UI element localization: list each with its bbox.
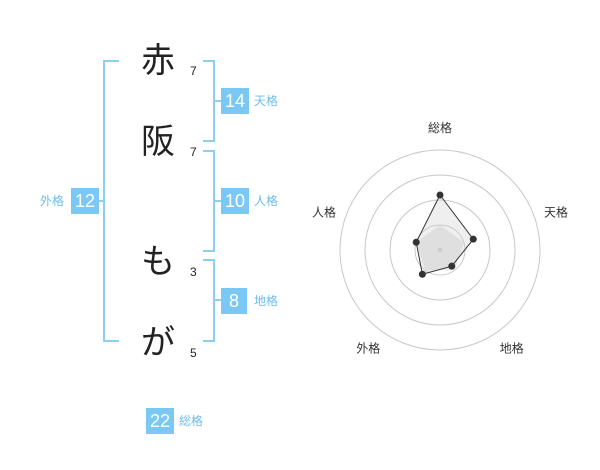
tenkaku-label: 天格 [254,94,279,108]
radar-point-2 [469,235,477,243]
stroke-count-4: 5 [190,346,197,360]
tenkaku-badge: 14 [221,88,249,114]
name-char-3: も [141,242,175,282]
name-char-2: 阪 [141,122,175,162]
radar-point-1 [436,191,444,199]
radar-axis-label-4: 外格 [356,341,380,356]
chikaku-bracket-tick [215,299,221,301]
soukaku-label: 総格 [179,414,204,428]
soukaku-badge: 22 [146,408,174,434]
gaikaku-bracket [103,60,119,342]
tenkaku-bracket [203,60,215,142]
chikaku-bracket [203,259,215,342]
radar-points [412,191,477,278]
tenkaku-bracket-tick [215,100,221,102]
radar-axis-label-1: 総格 [428,120,452,135]
gaikaku-badge: 12 [71,188,99,214]
chikaku-badge: 8 [221,288,247,314]
radar-data-polygon [415,194,474,275]
jinkaku-badge: 10 [221,188,249,214]
name-char-1: 赤 [141,41,175,81]
radar-point-3 [448,262,456,270]
name-char-4: が [141,323,175,363]
radar-ring-4 [339,149,541,351]
gaikaku-label: 外格 [40,194,65,208]
jinkaku-bracket-tick [215,200,221,202]
radar-point-5 [412,238,420,246]
stroke-count-1: 7 [190,64,197,78]
radar-axis-label-2: 天格 [544,204,568,219]
stroke-count-3: 3 [190,265,197,279]
radar-point-4 [418,270,426,278]
radar-ring-2 [389,199,491,301]
gaikaku-bracket-tick [96,200,105,202]
radar-axis-label-3: 地格 [500,341,524,356]
jinkaku-bracket [203,150,215,252]
jinkaku-label: 人格 [254,194,279,208]
radar-center [437,247,443,253]
radar-axis-label-5: 人格 [312,204,336,219]
stroke-count-2: 7 [190,145,197,159]
chikaku-label: 地格 [254,294,279,308]
radar-ring-3 [364,174,516,326]
